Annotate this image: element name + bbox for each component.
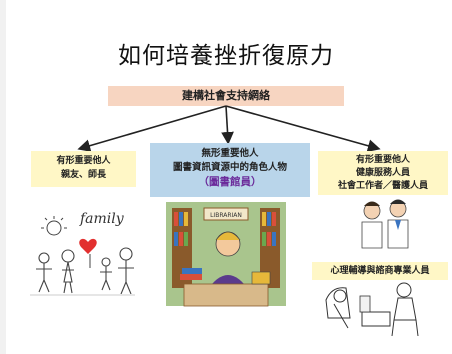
- patient-chair: [325, 287, 351, 319]
- sun-icon: [46, 220, 62, 236]
- librarian-sign-text: LIBRARIAN: [210, 212, 242, 219]
- intangible-box: 無形重要他人 圖書資訊資源中的角色人物 （圖書館員）: [150, 143, 310, 197]
- tangible-professional-line3: 社會工作者／醫護人員: [337, 181, 428, 191]
- heart-icon: [79, 238, 97, 254]
- librarian-sign: [203, 207, 249, 221]
- intangible-line1: 無形重要他人: [201, 148, 259, 159]
- tangible-professional-line1: 有形重要他人: [355, 155, 410, 165]
- tangible-family-line2: 親友、師長: [60, 170, 106, 180]
- slide-title: 如何培養挫折復原力: [118, 43, 334, 69]
- tangible-family-box: 有形重要他人 親友、師長: [31, 151, 136, 187]
- arrow-center: [221, 105, 234, 145]
- doctor-body: [387, 219, 409, 249]
- arrow-left: [77, 105, 227, 152]
- tangible-professional-line2: 健康服務人員: [355, 168, 410, 178]
- desk: [183, 283, 269, 307]
- arrow-right: [225, 105, 381, 153]
- patient-head: [333, 289, 347, 303]
- tangible-professional-box: 有形重要他人 健康服務人員 社會工作者／醫護人員: [318, 151, 448, 195]
- counselor-box: 心理輔導與諮商專業人員: [312, 262, 448, 280]
- family-caption: family: [79, 211, 125, 227]
- nurse-body: [361, 221, 383, 249]
- bookshelf-right: [260, 208, 280, 288]
- support-network-box: 建構社會支持網絡: [108, 86, 344, 106]
- tangible-family-line1: 有形重要他人: [56, 156, 111, 166]
- slide-edge: [0, 0, 6, 354]
- intangible-line3: （圖書館員）: [198, 176, 262, 188]
- counselor-head: [396, 282, 412, 298]
- counsel-table: [361, 311, 391, 327]
- counselor-body: [393, 297, 417, 321]
- intangible-line2: 圖書資訊資源中的角色人物: [172, 162, 287, 173]
